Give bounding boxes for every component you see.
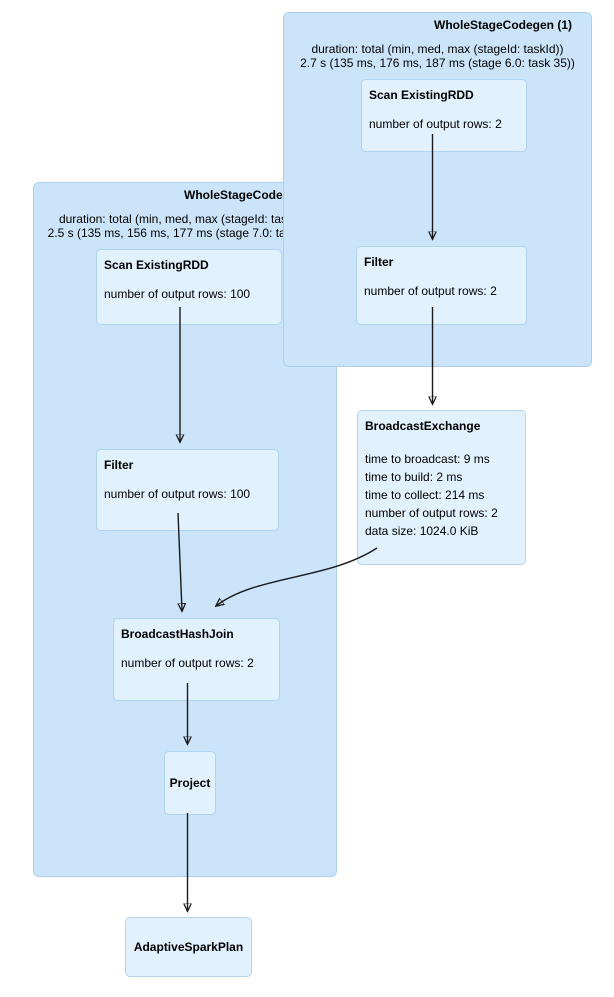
metric-output-rows: number of output rows: 2: [365, 506, 498, 520]
node-scan-existingrdd-2[interactable]: Scan ExistingRDD number of output rows: …: [96, 249, 282, 325]
node-broadcastexchange[interactable]: BroadcastExchange time to broadcast: 9 m…: [357, 410, 526, 565]
node-title: Project: [169, 776, 211, 790]
node-filter-2[interactable]: Filter number of output rows: 100: [96, 449, 279, 531]
node-adaptivesparkplan[interactable]: AdaptiveSparkPlan: [125, 917, 252, 977]
metric-time-to-broadcast: time to broadcast: 9 ms: [365, 452, 490, 466]
cluster-wholestagecodegen-1: WholeStageCodegen (1) duration: total (m…: [283, 12, 592, 367]
node-metrics: number of output rows: 100: [104, 486, 271, 503]
metric-output-rows: number of output rows: 2: [369, 117, 502, 131]
node-title: AdaptiveSparkPlan: [133, 940, 244, 954]
duration-metric-label: duration: total (min, med, max (stageId:…: [311, 42, 564, 56]
cluster-wholestagecodegen-2-duration: duration: total (min, med, max (stageId:…: [34, 212, 336, 240]
node-title: Scan ExistingRDD: [104, 258, 209, 272]
duration-metric-value: 2.5 s (135 ms, 156 ms, 177 ms (stage 7.0…: [47, 226, 323, 240]
duration-metric-value: 2.7 s (135 ms, 176 ms, 187 ms (stage 6.0…: [300, 56, 575, 70]
metric-output-rows: number of output rows: 100: [104, 287, 251, 301]
metric-output-rows: number of output rows: 2: [121, 656, 254, 670]
cluster-wholestagecodegen-1-label: WholeStageCodegen (1): [434, 18, 573, 32]
node-filter-1[interactable]: Filter number of output rows: 2: [356, 246, 527, 325]
node-title: Filter: [104, 458, 134, 472]
metric-time-to-collect: time to collect: 214 ms: [365, 488, 485, 502]
node-metrics: number of output rows: 100: [104, 286, 274, 303]
metric-time-to-build: time to build: 2 ms: [365, 470, 463, 484]
node-project[interactable]: Project: [164, 751, 216, 815]
node-metrics: number of output rows: 2: [369, 116, 519, 133]
node-title: BroadcastExchange: [365, 419, 481, 433]
node-metrics: number of output rows: 2: [121, 655, 272, 672]
duration-metric-label: duration: total (min, med, max (stageId:…: [58, 212, 312, 226]
node-title: Filter: [364, 255, 394, 269]
node-metrics: number of output rows: 2: [364, 283, 519, 300]
node-title: BroadcastHashJoin: [121, 627, 234, 641]
node-title: Scan ExistingRDD: [369, 88, 474, 102]
metric-data-size: data size: 1024.0 KiB: [365, 524, 479, 538]
node-scan-existingrdd-1[interactable]: Scan ExistingRDD number of output rows: …: [361, 79, 527, 152]
node-metrics: time to broadcast: 9 ms time to build: 2…: [365, 450, 518, 540]
node-broadcasthashjoin[interactable]: BroadcastHashJoin number of output rows:…: [113, 618, 280, 701]
metric-output-rows: number of output rows: 2: [364, 284, 497, 298]
cluster-wholestagecodegen-1-duration: duration: total (min, med, max (stageId:…: [284, 42, 591, 70]
metric-output-rows: number of output rows: 100: [104, 487, 251, 501]
